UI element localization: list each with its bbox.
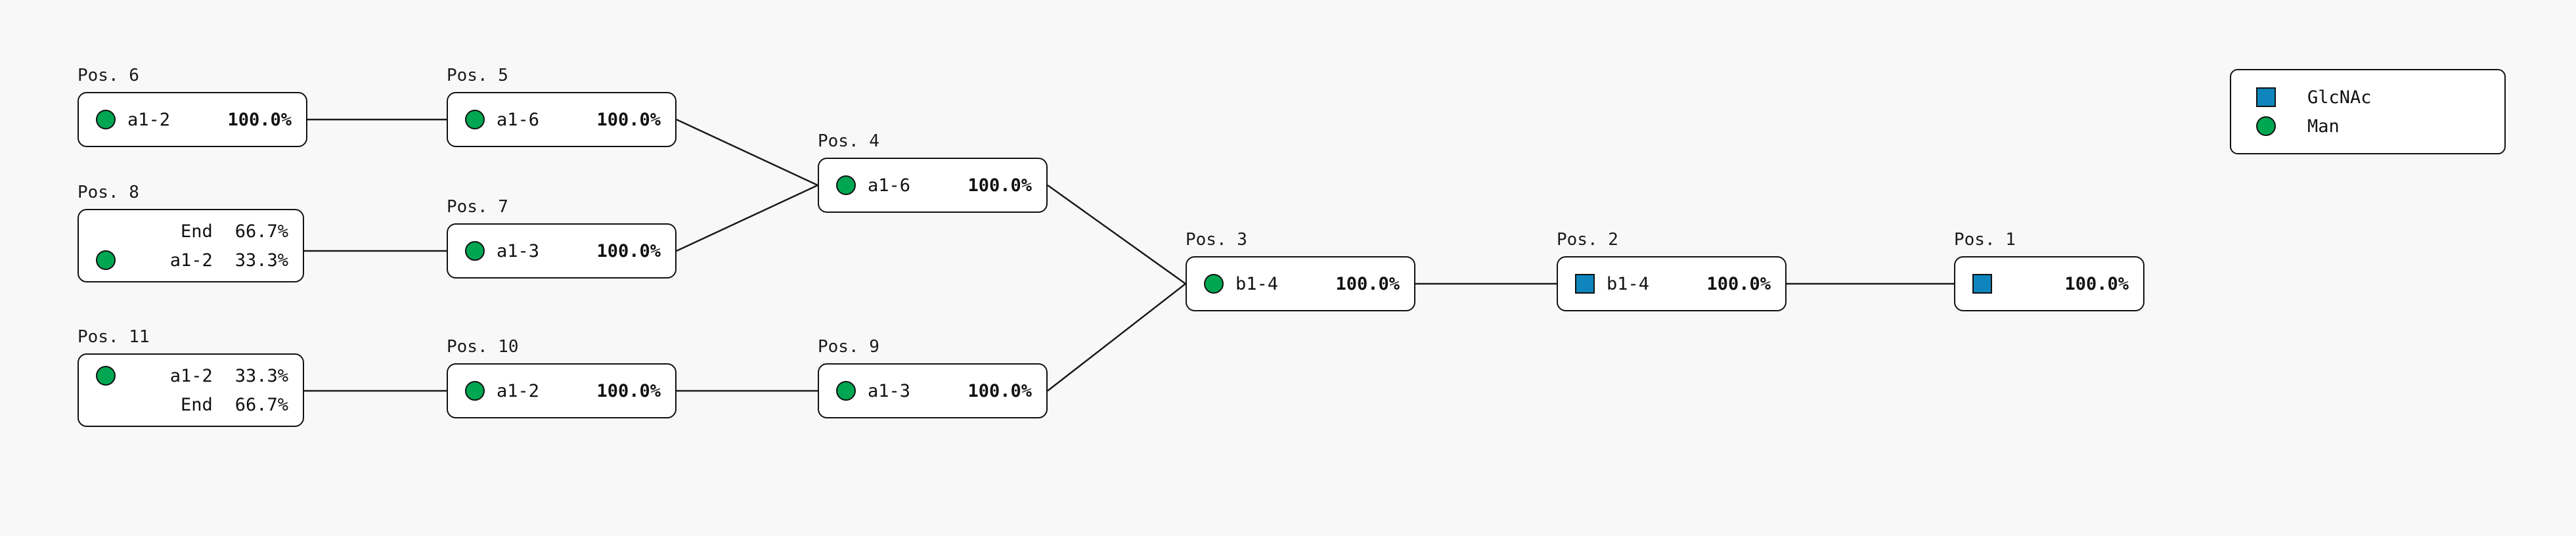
- position-label-pos1: Pos. 1: [1954, 230, 2016, 250]
- node-row: b1-4 100.0%: [1204, 269, 1400, 298]
- no-residue-icon: [96, 221, 116, 241]
- position-label-pos9: Pos. 9: [818, 337, 879, 357]
- edge-pos5-to-pos4: [676, 118, 818, 187]
- legend-label: GlcNAc: [2307, 87, 2372, 108]
- node-row: a1-2 100.0%: [465, 376, 661, 405]
- position-label-pos4: Pos. 4: [818, 131, 879, 151]
- percentage-value: 100.0%: [1335, 273, 1400, 294]
- percentage-value: 100.0%: [596, 240, 661, 261]
- node-row: a1-3 100.0%: [465, 236, 661, 265]
- linkage-label: a1-3: [497, 240, 540, 261]
- position-label-pos5: Pos. 5: [447, 66, 508, 85]
- linkage-label: a1-6: [868, 175, 911, 196]
- node-pos3[interactable]: b1-4 100.0%: [1186, 256, 1415, 311]
- percentage-value: 33.3%: [234, 250, 288, 271]
- edge-pos9-to-pos3: [1047, 283, 1186, 391]
- position-label-pos11: Pos. 11: [78, 327, 150, 347]
- edge-pos7-to-pos4: [676, 184, 818, 252]
- node-pos1[interactable]: 100.0%: [1954, 256, 2144, 311]
- percentage-value: 100.0%: [967, 175, 1032, 196]
- linkage-label: b1-4: [1235, 273, 1279, 294]
- glcnac-square-icon: [1575, 274, 1595, 294]
- position-label-pos8: Pos. 8: [78, 183, 139, 202]
- circle-icon: [2256, 116, 2276, 136]
- position-label-pos7: Pos. 7: [447, 197, 508, 217]
- node-pos10[interactable]: a1-2 100.0%: [447, 363, 677, 418]
- node-row: a1-2 33.3%: [96, 246, 288, 275]
- node-row: 100.0%: [1972, 269, 2129, 298]
- man-circle-icon: [96, 250, 116, 270]
- man-circle-icon: [1204, 274, 1224, 294]
- node-row: End 66.7%: [96, 217, 288, 246]
- legend-item-man: Man: [2231, 112, 2504, 141]
- node-row: a1-2 33.3%: [96, 361, 288, 390]
- percentage-value: 66.7%: [234, 394, 288, 415]
- percentage-value: 66.7%: [234, 221, 288, 242]
- node-pos8[interactable]: End 66.7% a1-2 33.3%: [78, 209, 304, 282]
- linkage-label: a1-2: [127, 109, 171, 130]
- man-circle-icon: [465, 241, 485, 261]
- linkage-label: a1-6: [497, 109, 540, 130]
- position-label-pos2: Pos. 2: [1557, 230, 1618, 250]
- man-circle-icon: [96, 110, 116, 129]
- node-pos9[interactable]: a1-3 100.0%: [818, 363, 1048, 418]
- linkage-label: End: [180, 394, 213, 415]
- legend-label: Man: [2307, 116, 2340, 137]
- node-pos2[interactable]: b1-4 100.0%: [1557, 256, 1787, 311]
- node-row: a1-6 100.0%: [465, 105, 661, 134]
- no-residue-icon: [96, 395, 116, 414]
- position-label-pos6: Pos. 6: [78, 66, 139, 85]
- percentage-value: 100.0%: [596, 380, 661, 401]
- percentage-value: 100.0%: [2064, 273, 2129, 294]
- node-pos11[interactable]: a1-2 33.3% End 66.7%: [78, 353, 304, 427]
- man-circle-icon: [96, 366, 116, 386]
- position-label-pos3: Pos. 3: [1186, 230, 1247, 250]
- percentage-value: 33.3%: [234, 365, 288, 386]
- node-pos7[interactable]: a1-3 100.0%: [447, 223, 677, 279]
- node-row: End 66.7%: [96, 390, 288, 419]
- node-pos6[interactable]: a1-2 100.0%: [78, 92, 307, 147]
- node-row: b1-4 100.0%: [1575, 269, 1771, 298]
- node-pos5[interactable]: a1-6 100.0%: [447, 92, 677, 147]
- square-icon: [2256, 87, 2276, 107]
- man-circle-icon: [465, 110, 485, 129]
- percentage-value: 100.0%: [227, 109, 292, 130]
- linkage-label: a1-2: [169, 365, 213, 386]
- linkage-label: a1-2: [497, 380, 540, 401]
- glcnac-square-icon: [1972, 274, 1992, 294]
- node-row: a1-6 100.0%: [836, 171, 1032, 200]
- edge-pos4-to-pos3: [1047, 184, 1186, 285]
- man-circle-icon: [836, 175, 856, 195]
- percentage-value: 100.0%: [596, 109, 661, 130]
- linkage-label: End: [180, 221, 213, 242]
- linkage-label: a1-2: [169, 250, 213, 271]
- position-label-pos10: Pos. 10: [447, 337, 519, 357]
- man-circle-icon: [465, 381, 485, 401]
- percentage-value: 100.0%: [967, 380, 1032, 401]
- linkage-label: b1-4: [1607, 273, 1650, 294]
- node-row: a1-3 100.0%: [836, 376, 1032, 405]
- percentage-value: 100.0%: [1706, 273, 1771, 294]
- node-pos4[interactable]: a1-6 100.0%: [818, 158, 1048, 213]
- legend-item-glcnac: GlcNAc: [2231, 83, 2504, 112]
- node-row: a1-2 100.0%: [96, 105, 292, 134]
- man-circle-icon: [836, 381, 856, 401]
- linkage-label: a1-3: [868, 380, 911, 401]
